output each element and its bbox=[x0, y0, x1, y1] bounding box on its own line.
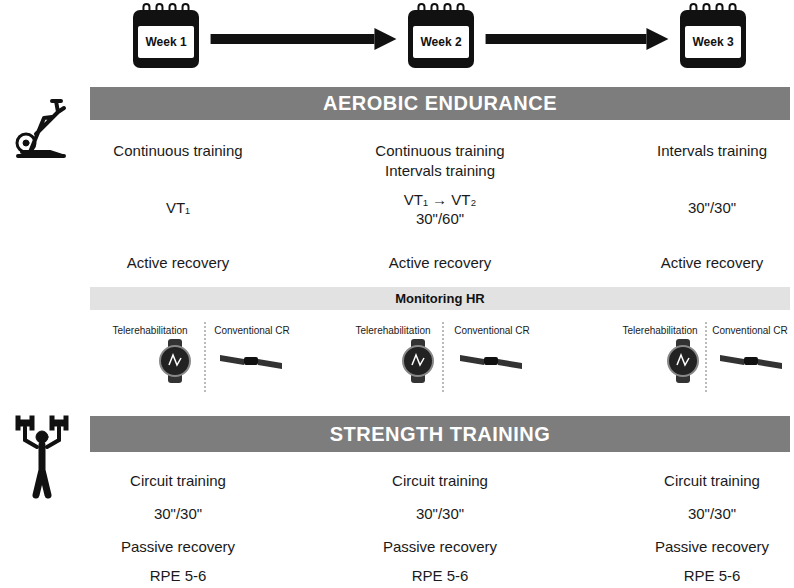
node-text: Monitoring HR bbox=[395, 291, 485, 306]
node-text: Week 1 bbox=[138, 26, 193, 58]
text-label: Conventional CR bbox=[712, 325, 788, 336]
text-label: Intervals training bbox=[385, 162, 495, 179]
section-band: STRENGTH TRAINING bbox=[90, 416, 790, 452]
text-label: Active recovery bbox=[127, 254, 230, 271]
week-calendar: Week 2 bbox=[408, 10, 473, 68]
text-label: VT₁ → VT₂ bbox=[404, 191, 477, 208]
text-label: 30"/30" bbox=[154, 505, 202, 522]
section-band: AEROBIC ENDURANCE bbox=[90, 87, 790, 120]
week-calendar: Week 1 bbox=[133, 10, 198, 68]
text-label: Telerehabilitation bbox=[112, 325, 187, 336]
text-label: Continuous training bbox=[375, 142, 504, 159]
chest-strap-icon bbox=[220, 355, 782, 369]
smartwatch-icon bbox=[160, 339, 698, 383]
week-arrow bbox=[486, 28, 669, 50]
text-label: 30"/30" bbox=[688, 199, 736, 216]
week-calendar: Week 3 bbox=[680, 10, 745, 68]
node-text: AEROBIC ENDURANCE bbox=[323, 92, 557, 115]
text-label: Circuit training bbox=[392, 472, 488, 489]
text-label: Conventional CR bbox=[214, 325, 290, 336]
weightlifter-icon bbox=[16, 416, 68, 495]
text-label: Circuit training bbox=[130, 472, 226, 489]
node-text: STRENGTH TRAINING bbox=[330, 423, 551, 446]
text-label: Active recovery bbox=[389, 254, 492, 271]
text-label: RPE 5-6 bbox=[412, 567, 469, 584]
node-text: Week 2 bbox=[413, 26, 468, 58]
text-label: Active recovery bbox=[661, 254, 764, 271]
text-label: 30"/60" bbox=[416, 210, 464, 227]
text-label: Conventional CR bbox=[454, 325, 530, 336]
text-label: Continuous training bbox=[113, 142, 242, 159]
text-label: 30"/30" bbox=[416, 505, 464, 522]
text-label: RPE 5-6 bbox=[684, 567, 741, 584]
text-label: VT₁ bbox=[166, 199, 190, 216]
node-text: Week 3 bbox=[685, 26, 740, 58]
week-arrow bbox=[211, 28, 397, 50]
text-label: Passive recovery bbox=[655, 538, 769, 555]
monitoring-band: Monitoring HR bbox=[90, 287, 790, 310]
text-label: Telerehabilitation bbox=[355, 325, 430, 336]
column-divider bbox=[205, 322, 706, 392]
text-label: Telerehabilitation bbox=[622, 325, 697, 336]
text-label: Circuit training bbox=[664, 472, 760, 489]
bike-icon bbox=[17, 101, 64, 156]
text-label: 30"/30" bbox=[688, 505, 736, 522]
text-label: RPE 5-6 bbox=[150, 567, 207, 584]
text-label: Intervals training bbox=[657, 142, 767, 159]
text-label: Passive recovery bbox=[121, 538, 235, 555]
text-label: Passive recovery bbox=[383, 538, 497, 555]
